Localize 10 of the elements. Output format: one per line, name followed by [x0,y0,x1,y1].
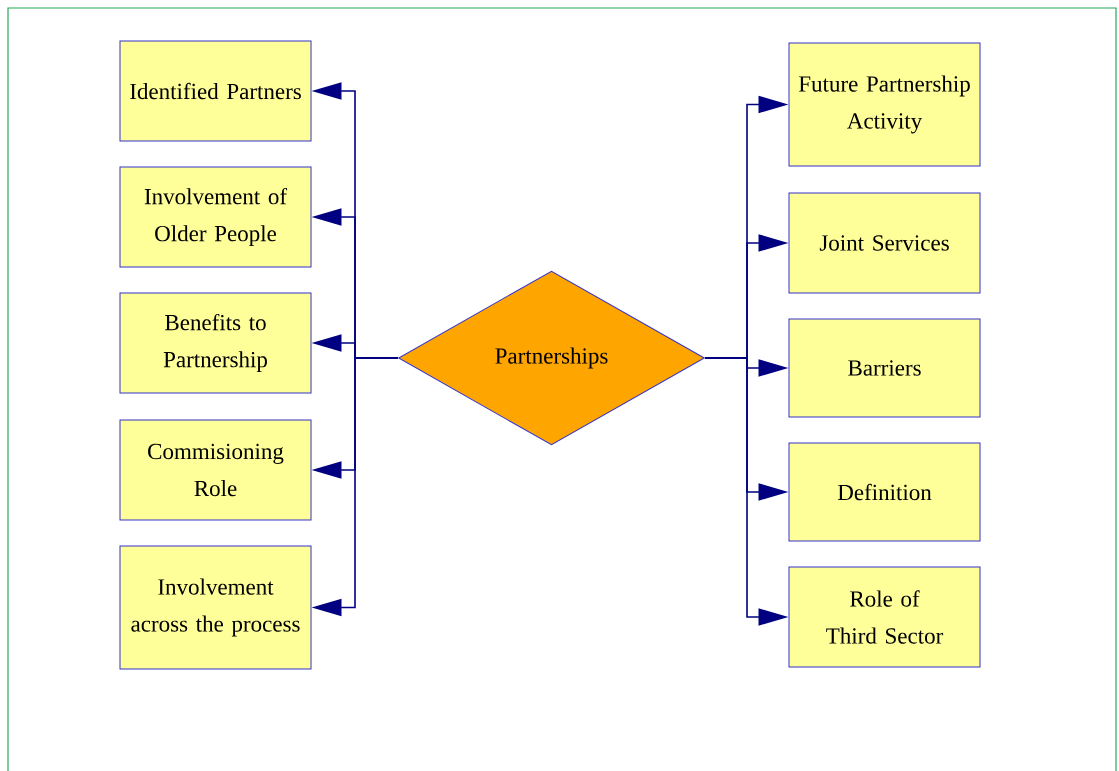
topic-box: Definition [788,442,981,542]
topic-box: Identified Partners [119,40,312,142]
topic-box: Involvement of Older People [119,166,312,268]
topic-box: Future Partnership Activity [788,42,981,167]
topic-box: Benefits to Partnership [119,292,312,394]
topic-box: Involvement across the process [119,545,312,670]
topic-box: Role of Third Sector [788,566,981,668]
topic-box: Barriers [788,318,981,418]
topic-box: Commisioning Role [119,419,312,521]
topic-box: Joint Services [788,192,981,294]
